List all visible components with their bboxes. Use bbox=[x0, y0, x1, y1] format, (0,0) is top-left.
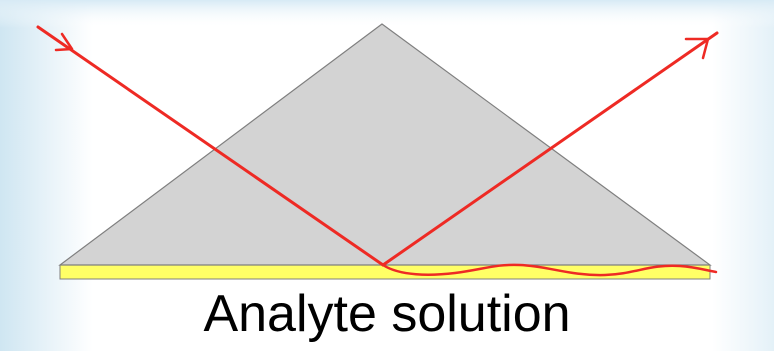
reflected-ray bbox=[381, 31, 719, 267]
caption-analyte-solution: Analyte solution bbox=[203, 285, 571, 343]
evanescent-wave-icon bbox=[381, 263, 718, 277]
reflected-arrow-icon bbox=[684, 37, 710, 60]
incident-arrow-icon bbox=[54, 32, 74, 52]
incident-ray bbox=[36, 25, 385, 267]
